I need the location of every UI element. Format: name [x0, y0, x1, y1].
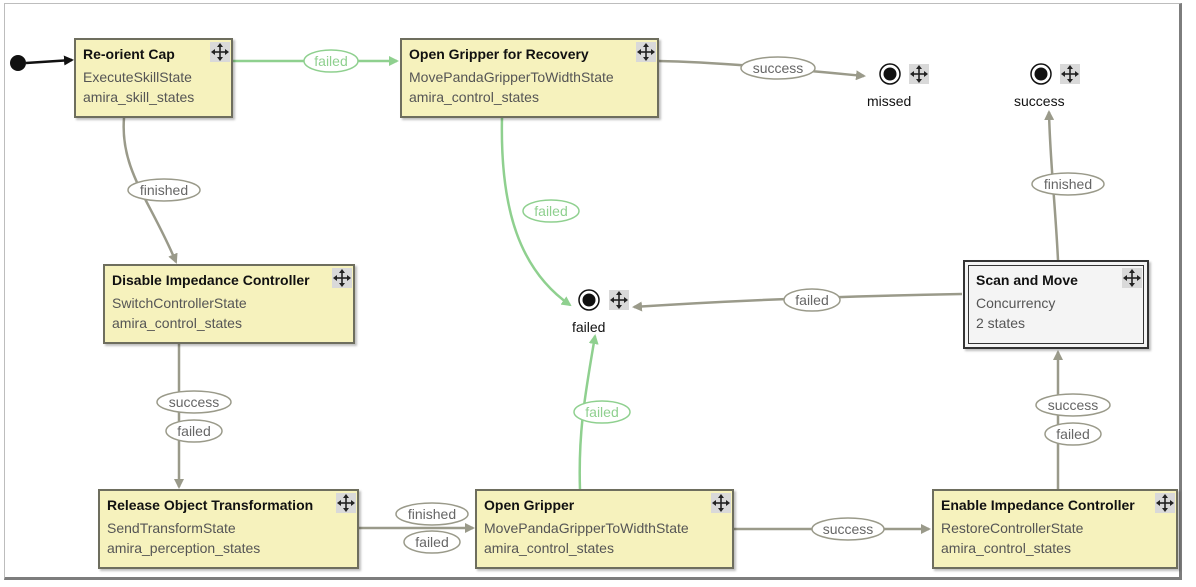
transition-label[interactable]: failed [783, 288, 841, 312]
move-icon[interactable] [1060, 64, 1080, 84]
svg-text:failed: failed [1056, 426, 1089, 442]
move-icon[interactable] [711, 493, 731, 513]
svg-text:finished: finished [140, 182, 188, 198]
move-icon[interactable] [332, 268, 352, 288]
outcome-marker[interactable] [578, 289, 600, 311]
state-title: Open Gripper for Recovery [409, 46, 589, 62]
state-package: amira_control_states [941, 540, 1071, 556]
transition-label[interactable]: success [740, 56, 816, 80]
move-icon[interactable] [210, 42, 230, 62]
transition-label[interactable]: finished [395, 502, 469, 526]
state-package: 2 states [976, 315, 1026, 331]
state-title: Scan and Move [976, 272, 1078, 288]
move-icon[interactable] [1155, 493, 1175, 513]
transition-label[interactable]: failed [403, 530, 461, 554]
state-title: Release Object Transformation [107, 497, 314, 513]
svg-text:success: success [823, 521, 874, 537]
state-class: ExecuteSkillState [83, 69, 192, 85]
transition-label[interactable]: failed [522, 199, 580, 223]
state-class: MovePandaGripperToWidthState [409, 69, 614, 85]
transition-label[interactable]: finished [1031, 172, 1105, 196]
move-icon[interactable] [609, 290, 629, 310]
state-package: amira_perception_states [107, 540, 261, 556]
state-scan-and-move[interactable]: Scan and Move Concurrency 2 states [963, 260, 1149, 349]
state-class: RestoreControllerState [941, 520, 1084, 536]
initial-state-dot [10, 55, 26, 71]
svg-text:success: success [169, 394, 220, 410]
state-open-gripper-recovery[interactable]: Open Gripper for Recovery MovePandaGripp… [400, 38, 659, 118]
svg-text:failed: failed [795, 292, 828, 308]
state-package: amira_skill_states [83, 89, 195, 105]
state-class: Concurrency [976, 295, 1056, 311]
move-icon[interactable] [1122, 268, 1142, 288]
transition-label[interactable]: failed [1044, 422, 1102, 446]
outcome-label-missed: missed [867, 93, 912, 109]
state-reorient-cap[interactable]: Re-orient Cap ExecuteSkillState amira_sk… [74, 38, 233, 118]
state-package: amira_control_states [112, 315, 242, 331]
svg-text:success: success [753, 60, 804, 76]
state-class: SwitchControllerState [112, 295, 247, 311]
state-package: amira_control_states [409, 89, 539, 105]
state-title: Open Gripper [484, 497, 575, 513]
state-package: amira_control_states [484, 540, 614, 556]
state-class: SendTransformState [107, 520, 236, 536]
svg-text:failed: failed [585, 404, 618, 420]
svg-text:failed: failed [534, 203, 567, 219]
svg-text:finished: finished [408, 506, 456, 522]
svg-text:failed: failed [415, 534, 448, 550]
state-enable-impedance[interactable]: Enable Impedance Controller RestoreContr… [932, 489, 1178, 569]
svg-text:success: success [1048, 397, 1099, 413]
state-class: MovePandaGripperToWidthState [484, 520, 689, 536]
state-disable-impedance[interactable]: Disable Impedance Controller SwitchContr… [103, 264, 355, 344]
transition-edge[interactable] [500, 117, 572, 307]
initial-transition [25, 55, 74, 66]
move-icon[interactable] [909, 64, 929, 84]
svg-text:finished: finished [1044, 176, 1092, 192]
svg-text:failed: failed [314, 53, 347, 69]
transition-label[interactable]: failed [573, 400, 631, 424]
outcome-label-success: success [1014, 93, 1065, 109]
move-icon[interactable] [336, 493, 356, 513]
state-title: Disable Impedance Controller [112, 272, 310, 288]
state-release-object[interactable]: Release Object Transformation SendTransf… [98, 489, 359, 569]
outcome-marker[interactable] [1030, 63, 1052, 85]
outcome-label-failed: failed [572, 319, 606, 335]
state-title: Enable Impedance Controller [941, 497, 1135, 513]
transition-label[interactable]: finished [127, 178, 201, 202]
svg-text:failed: failed [177, 423, 210, 439]
transition-label[interactable]: success [1035, 393, 1111, 417]
move-icon[interactable] [636, 42, 656, 62]
canvas-frame [4, 3, 1182, 580]
state-open-gripper[interactable]: Open Gripper MovePandaGripperToWidthStat… [475, 489, 734, 569]
transition-label[interactable]: success [811, 517, 885, 541]
outcome-marker[interactable] [879, 63, 901, 85]
state-title: Re-orient Cap [83, 46, 175, 62]
transition-label[interactable]: failed [303, 49, 359, 73]
transition-label[interactable]: failed [165, 419, 223, 443]
transition-label[interactable]: success [156, 390, 232, 414]
